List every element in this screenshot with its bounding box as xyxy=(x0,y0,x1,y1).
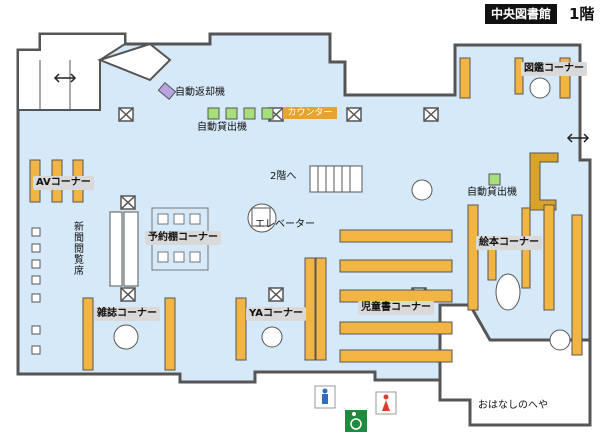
accessible-restroom-icon xyxy=(345,410,367,432)
pillars xyxy=(118,107,439,302)
av-corner-label[interactable]: AVコーナー xyxy=(33,176,94,190)
newspaper-label: 新聞閲覧席 xyxy=(74,222,84,277)
service-counter xyxy=(529,152,559,211)
storytime-room xyxy=(438,303,592,427)
entrance-arrow-icon xyxy=(53,73,590,143)
children-corner-label[interactable]: 児童書コーナー xyxy=(358,301,434,315)
magazine-corner-label[interactable]: 雑誌コーナー xyxy=(94,307,160,321)
to-2f-label: 2階へ xyxy=(270,171,297,182)
stairs xyxy=(309,165,363,193)
children-shelves xyxy=(339,229,453,363)
auto-return-label: 自動返却機 xyxy=(175,87,225,98)
counter-label: カウンター xyxy=(283,107,337,119)
elevator-label: エレベーター xyxy=(255,219,315,230)
floor-label: 1階 xyxy=(569,5,595,23)
magazine-shelves xyxy=(82,297,176,371)
male-restroom-icon xyxy=(314,385,336,409)
ya-corner-label[interactable]: YAコーナー xyxy=(246,307,307,321)
picturebook-corner-label[interactable]: 絵本コーナー xyxy=(476,236,542,250)
auto-lending-label: 自動貸出機 xyxy=(197,122,247,133)
female-restroom-icon xyxy=(375,391,397,415)
upper-left-room xyxy=(17,33,126,111)
auto-lending-right-label: 自動貸出機 xyxy=(467,187,517,198)
storytime-label: おはなしのへや xyxy=(478,400,548,411)
illustrated-corner-label[interactable]: 図鑑コーナー xyxy=(521,62,587,76)
auto-return-machine xyxy=(157,81,177,101)
library-name: 中央図書館 xyxy=(485,4,558,24)
floor-area xyxy=(16,32,592,384)
reservation-corner-label[interactable]: 予約棚コーナー xyxy=(145,231,221,245)
auto-lending-machines xyxy=(207,107,501,186)
illustrated-shelves xyxy=(459,57,571,99)
